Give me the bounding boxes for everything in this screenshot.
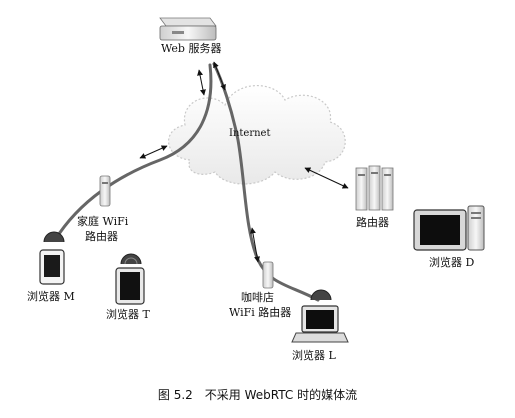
home-router-label-line1: 家庭 WiFi: [77, 215, 129, 228]
cafe-router-label-line1: 咖啡店: [241, 291, 274, 304]
flow-arrows: [139, 61, 349, 263]
browser-l-icon: [291, 289, 349, 343]
browser-t-label: 浏览器 T: [106, 308, 150, 321]
media-flow-lines: [53, 62, 320, 302]
router-label: 路由器: [356, 216, 389, 229]
home-router-icon: [99, 175, 111, 207]
flow-m-server: [53, 63, 213, 242]
internet-cloud: [167, 85, 346, 185]
cafe-router-label-line2: WiFi 路由器: [229, 306, 292, 319]
web-server-icon: [159, 17, 217, 41]
router-rack-icon: [355, 165, 394, 211]
cafe-router-icon: [262, 261, 274, 289]
flow-l-server: [212, 62, 320, 302]
internet-label: Internet: [229, 128, 271, 139]
browser-m-label: 浏览器 M: [27, 290, 75, 303]
web-server-label: Web 服务器: [161, 42, 222, 55]
home-router-label-line2: 路由器: [85, 230, 118, 243]
browser-t-icon: [115, 253, 145, 305]
figure-caption: 图 5.2 不采用 WebRTC 时的媒体流: [157, 388, 358, 402]
browser-l-label: 浏览器 L: [292, 349, 336, 362]
browser-d-label: 浏览器 D: [429, 256, 475, 269]
browser-d-icon: [413, 205, 485, 251]
browser-m-icon: [39, 231, 65, 285]
